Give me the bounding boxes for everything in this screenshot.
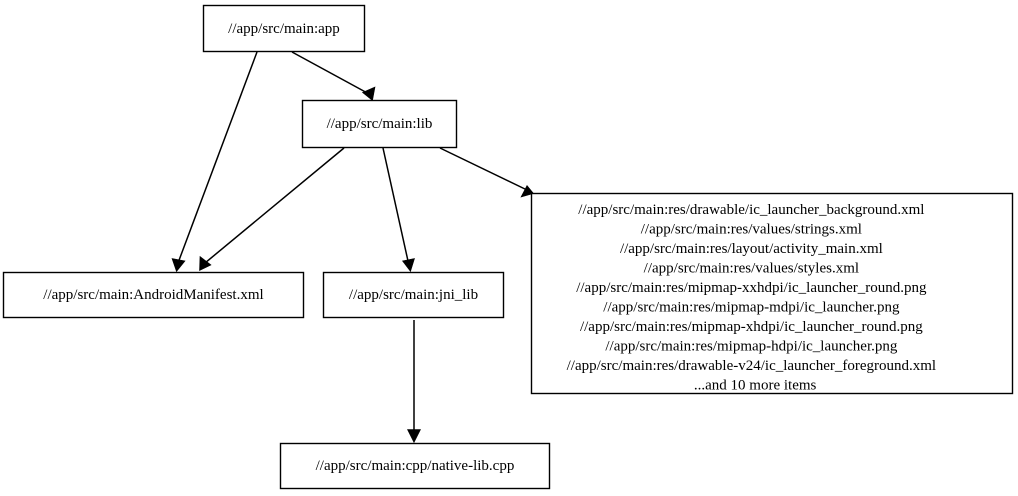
graph-node-lib[interactable]: //app/src/main:lib: [301, 99, 458, 149]
res-line-4: //app/src/main:res/values/styles.xml: [644, 261, 859, 277]
graph-node-native-lib[interactable]: //app/src/main:cpp/native-lib.cpp: [279, 442, 551, 490]
edge-app-to-manifest: [171, 51, 258, 273]
node-label-native-lib: //app/src/main:cpp/native-lib.cpp: [316, 458, 515, 474]
node-box-manifest[interactable]: [2, 271, 305, 319]
node-layer: //app/src/main:app //app/src/main:lib //…: [2, 4, 1014, 490]
node-box-native-lib[interactable]: [279, 442, 551, 490]
node-box-app[interactable]: [202, 4, 366, 53]
res-line-overflow: ...and 10 more items: [694, 378, 817, 394]
res-line-8: //app/src/main:res/mipmap-hdpi/ic_launch…: [605, 339, 898, 355]
node-label-lib: //app/src/main:lib: [327, 116, 433, 132]
edge-lib-to-manifest: [199, 147, 345, 271]
graph-node-jni-lib[interactable]: //app/src/main:jni_lib: [322, 271, 505, 319]
edge-lib-to-jni_lib: [382, 147, 415, 273]
edge-layer: [171, 51, 535, 444]
node-box-res-bundle[interactable]: [530, 192, 1014, 395]
res-line-9: //app/src/main:res/drawable-v24/ic_launc…: [567, 358, 936, 374]
graph-node-manifest[interactable]: //app/src/main:AndroidManifest.xml: [2, 271, 305, 319]
res-line-7: //app/src/main:res/mipmap-xhdpi/ic_launc…: [580, 319, 923, 335]
edge-jni_lib-to-native_lib: [407, 320, 421, 444]
node-label-res-bundle: //app/src/main:res/drawable/ic_launcher_…: [567, 202, 978, 394]
edge-app-to-lib: [291, 51, 376, 102]
node-label-app: //app/src/main:app: [228, 21, 340, 37]
node-box-jni-lib[interactable]: [322, 271, 505, 319]
res-line-1: //app/src/main:res/drawable/ic_launcher_…: [578, 202, 924, 218]
node-box-lib[interactable]: [301, 99, 458, 149]
node-label-manifest: //app/src/main:AndroidManifest.xml: [43, 287, 263, 303]
graph-node-app[interactable]: //app/src/main:app: [202, 4, 366, 53]
res-line-3: //app/src/main:res/layout/activity_main.…: [620, 241, 883, 257]
graph-node-res-bundle[interactable]: //app/src/main:res/drawable/ic_launcher_…: [530, 192, 1014, 395]
node-label-jni-lib: //app/src/main:jni_lib: [349, 287, 478, 303]
res-line-2: //app/src/main:res/values/strings.xml: [641, 222, 862, 238]
edge-lib-to-res_bundle: [439, 147, 535, 198]
res-line-5: //app/src/main:res/mipmap-xxhdpi/ic_laun…: [576, 280, 927, 296]
res-line-6: //app/src/main:res/mipmap-mdpi/ic_launch…: [603, 300, 900, 316]
